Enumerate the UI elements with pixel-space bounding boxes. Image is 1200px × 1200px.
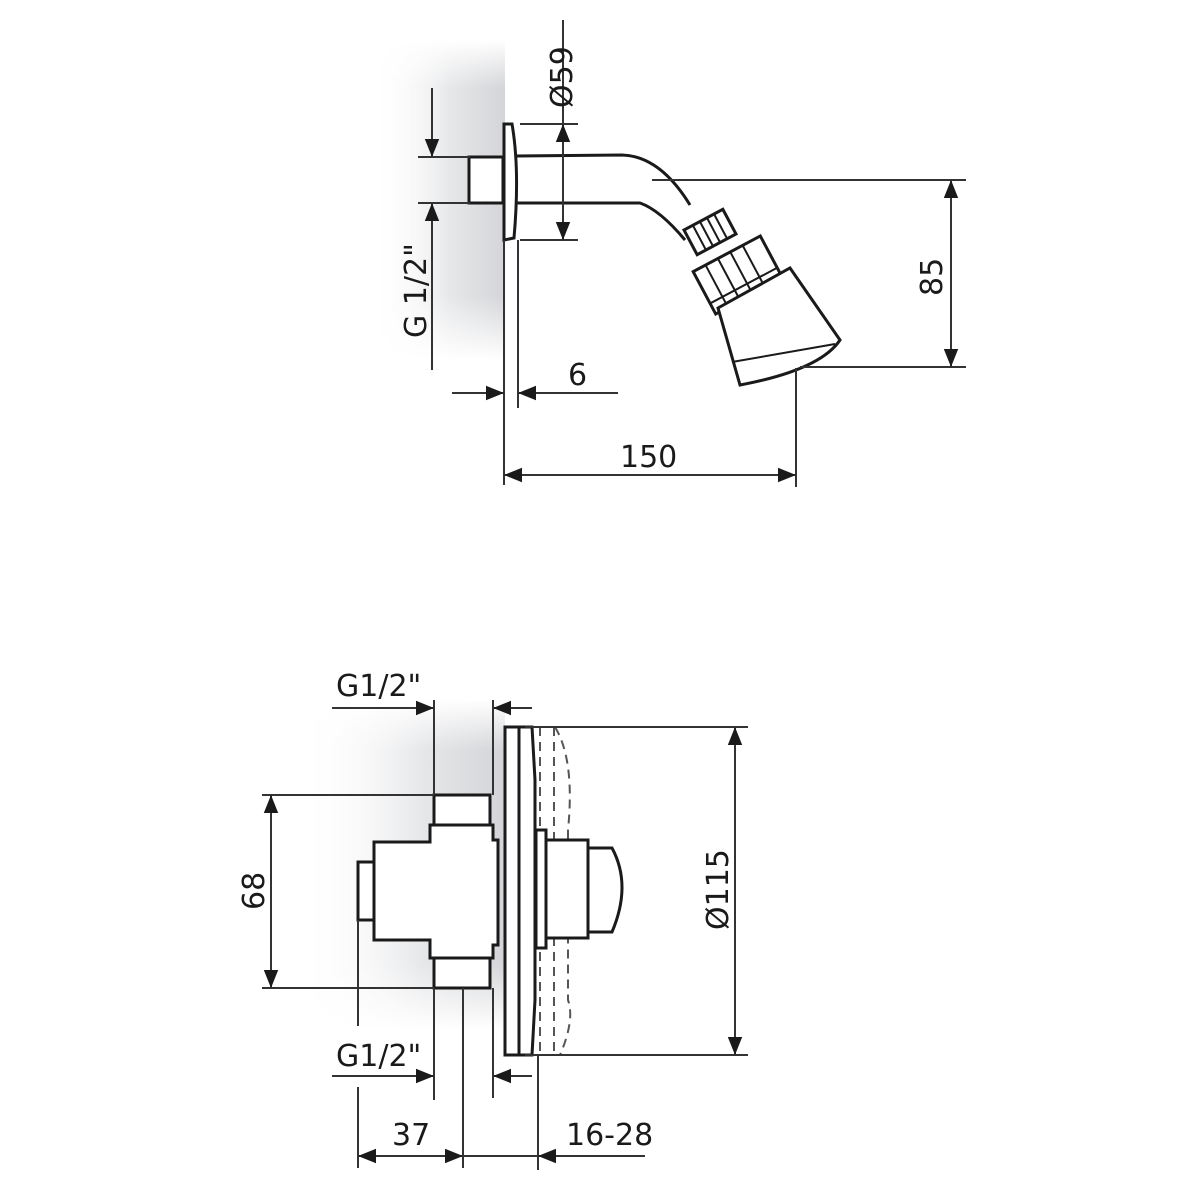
push-button <box>586 846 624 934</box>
valve-body <box>372 823 500 960</box>
dim-inlet-spacing: 68 <box>237 872 272 910</box>
shower-head <box>716 266 842 387</box>
dim-thread-top: G 1/2" <box>399 243 434 338</box>
shower-arm <box>515 153 692 241</box>
dim-wall-adjust-range: 16-28 <box>566 1118 653 1153</box>
dim-cover-diameter: Ø115 <box>701 849 736 930</box>
inlet-top <box>432 793 492 827</box>
threaded-nipple <box>467 155 505 205</box>
end-cap <box>356 860 376 922</box>
inlet-bottom <box>432 956 492 990</box>
dim-thread-bottom-inlet: G1/2" <box>336 1039 421 1074</box>
dim-flange-thickness: 6 <box>568 358 587 393</box>
dim-flange-diameter: Ø59 <box>545 46 580 108</box>
swivel-joint <box>681 207 739 257</box>
dim-height-drop: 85 <box>915 258 950 296</box>
dim-body-depth: 37 <box>392 1118 430 1153</box>
cover-plate <box>503 725 521 1057</box>
adjust-ring <box>691 233 785 317</box>
top-view-shower-arm: Ø59 G 1/2" 6 150 85 <box>370 20 966 487</box>
button-sleeve <box>544 838 590 940</box>
dim-thread-top-inlet: G1/2" <box>336 669 421 704</box>
dim-projection: 150 <box>620 440 677 475</box>
bottom-view-shower-valve: G1/2" 68 Ø115 G1/2" 37 16-28 <box>237 669 748 1170</box>
wall-flange <box>502 122 519 242</box>
